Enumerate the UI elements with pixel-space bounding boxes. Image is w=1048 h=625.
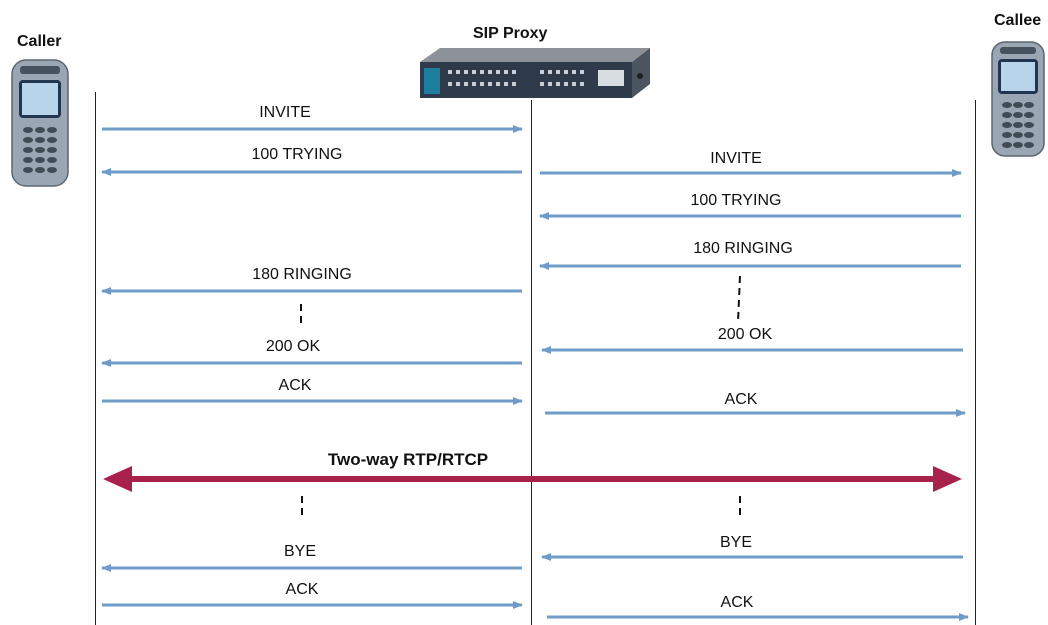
- dashed-marker-callee-1: [737, 275, 741, 323]
- arrow-rtp-two-way: [103, 466, 962, 492]
- callee-lifeline: [975, 100, 976, 625]
- msg-label-rtp: Two-way RTP/RTCP: [327, 450, 489, 469]
- msg-label-proxy-ack-2: ACK: [720, 594, 754, 611]
- phone-handset-icon: [11, 59, 69, 187]
- msg-label-proxy-ack: ACK: [724, 391, 758, 408]
- phone-handset-icon: [991, 41, 1045, 157]
- msg-label-callee-180-ringing: 180 RINGING: [693, 240, 793, 257]
- msg-label-callee-100-trying: 100 TRYING: [690, 192, 782, 209]
- rack-server-icon: [420, 48, 650, 98]
- msg-label-caller-100-trying: 100 TRYING: [251, 146, 343, 163]
- msg-label-caller-200-ok: 200 OK: [265, 338, 321, 355]
- msg-label-caller-ack-2: ACK: [285, 581, 319, 598]
- callee-title: Callee: [994, 12, 1042, 29]
- proxy-lifeline: [531, 100, 532, 625]
- msg-label-proxy-invite: INVITE: [710, 150, 762, 167]
- msg-label-callee-bye: BYE: [719, 534, 753, 551]
- msg-label-caller-invite: INVITE: [259, 104, 311, 121]
- msg-label-caller-bye: BYE: [283, 543, 317, 560]
- msg-label-caller-180-ringing: 180 RINGING: [252, 266, 352, 283]
- msg-label-callee-200-ok: 200 OK: [717, 326, 773, 343]
- caller-title: Caller: [17, 33, 62, 50]
- caller-lifeline: [95, 92, 96, 625]
- proxy-title: SIP Proxy: [473, 25, 548, 42]
- msg-label-caller-ack: ACK: [278, 377, 312, 394]
